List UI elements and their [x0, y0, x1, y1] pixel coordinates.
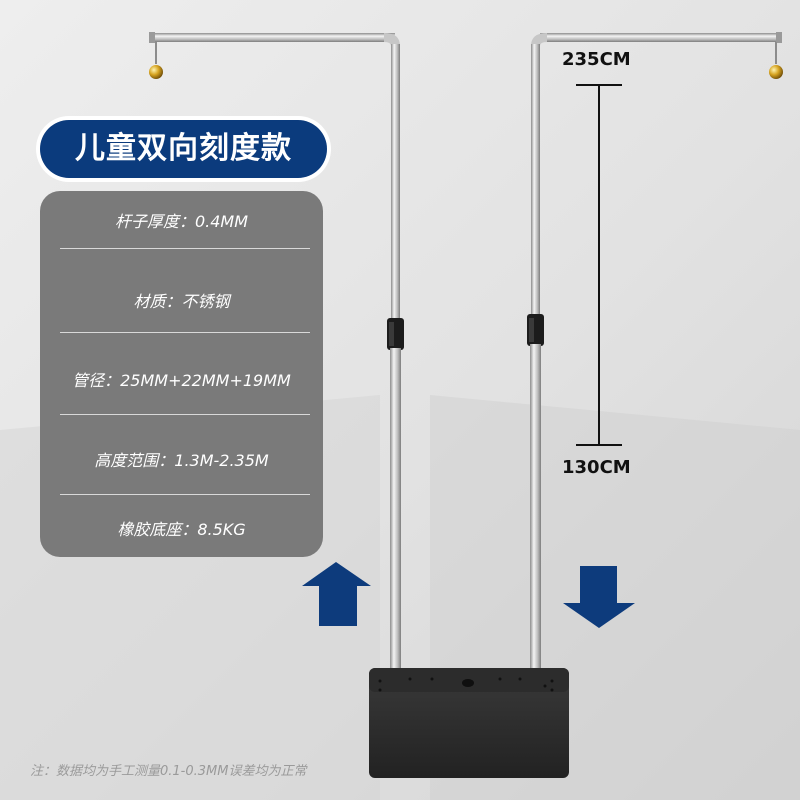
right-hook-rod: [775, 42, 777, 64]
spec-material: 材质：不锈钢: [133, 292, 230, 311]
right-upper-pole: [531, 44, 540, 324]
base-holes: [378, 677, 554, 692]
min-height-label: 130CM: [562, 457, 631, 478]
up-arrow-icon: [302, 562, 371, 626]
height-dimension-line: [576, 84, 622, 446]
down-arrow-icon: [563, 566, 635, 628]
max-height-label: 235CM: [562, 49, 631, 70]
base-center-hole: [462, 679, 474, 687]
left-hook-rod: [155, 42, 157, 64]
specs-panel: 杆子厚度：0.4MM 材质：不锈钢 管径：25MM+22MM+19MM 高度范围…: [40, 191, 323, 557]
spec-divider: [60, 332, 310, 333]
left-arm-end: [149, 32, 155, 43]
spec-divider: [60, 248, 310, 249]
spec-rubber-base: 橡胶底座：8.5KG: [117, 520, 246, 539]
rubber-base: [369, 668, 569, 778]
right-gold-ball: [769, 65, 783, 79]
title-badge: 儿童双向刻度款: [40, 120, 327, 178]
left-gold-ball: [149, 65, 163, 79]
spec-pole-thickness: 杆子厚度：0.4MM: [114, 212, 249, 231]
spec-divider: [60, 494, 310, 495]
right-top-arm: [540, 33, 780, 42]
spec-tube-diameter: 管径：25MM+22MM+19MM: [72, 371, 291, 390]
left-upper-pole: [391, 44, 400, 324]
right-arm-end: [776, 32, 782, 43]
spec-divider: [60, 414, 310, 415]
left-lower-pole: [390, 348, 401, 678]
footnote: 注：数据均为手工测量0.1-0.3MM误差均为正常: [30, 764, 307, 779]
spec-height-range: 高度范围：1.3M-2.35M: [94, 451, 269, 470]
right-lower-pole: [530, 344, 541, 678]
title-text: 儿童双向刻度款: [75, 131, 292, 166]
left-top-arm: [152, 33, 395, 42]
